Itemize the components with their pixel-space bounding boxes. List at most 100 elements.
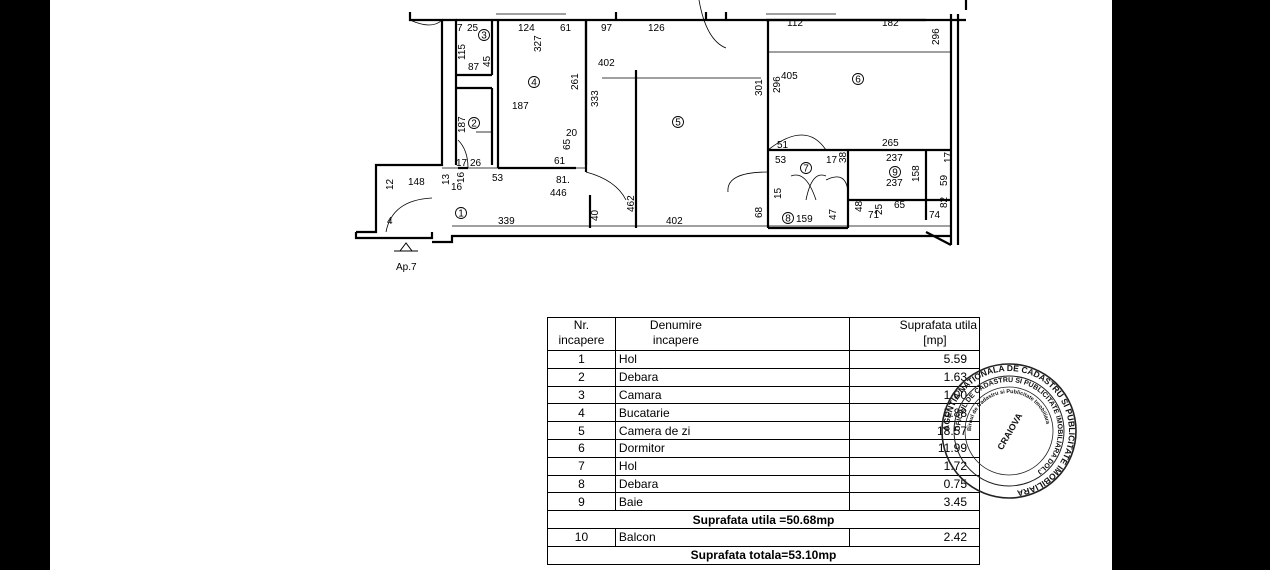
apartment-marker: Ap.7 (394, 242, 418, 273)
header-line: Suprafata utila (899, 318, 977, 332)
total-area: Suprafata totala=53.10mp (547, 545, 980, 565)
dim-label: 187 (512, 101, 529, 112)
room-nr: 2 (547, 367, 616, 387)
dim-label: 265 (882, 138, 899, 149)
room-number-8: 8 (785, 214, 791, 225)
dim-label: 51 (777, 140, 789, 151)
table-row: 5 Camera de zi 18.57 (547, 421, 980, 440)
room-nr: 4 (547, 403, 616, 423)
dim-label: 15 (773, 187, 784, 199)
dim-label: 20 (566, 128, 578, 139)
room-nr: 5 (547, 421, 616, 440)
dim-label: 158 (911, 165, 922, 182)
table-header-row: Nr. incapere Denumire incapere Suprafata… (547, 317, 980, 351)
room-number-6: 6 (855, 75, 861, 86)
dim-label: 45 (482, 55, 493, 67)
dim-label: 61 (554, 156, 566, 167)
dim-label: 47 (828, 208, 839, 220)
dim-label: 296 (772, 76, 783, 93)
room-nr: 3 (547, 385, 616, 405)
dim-label: 25 (467, 23, 479, 34)
room-nr: 8 (547, 474, 616, 494)
dim-label: 446 (550, 188, 567, 199)
room-nr: 1 (547, 350, 616, 369)
useful-area-total-row: Suprafata utila =50.68mp (547, 510, 980, 529)
dim-label: 68 (754, 206, 765, 218)
dim-label: 16 (456, 171, 467, 183)
floor-plan: 1 2 3 4 5 6 7 8 9 7 25 124 61 97 126 112… (206, 0, 1112, 300)
room-name: Bucatarie (614, 403, 851, 423)
dim-label: 237 (886, 153, 903, 164)
dim-label: 462 (626, 195, 637, 212)
dim-label: 327 (533, 35, 544, 52)
dim-label: 97 (601, 23, 613, 34)
dim-label: 26 (470, 158, 482, 169)
dim-label: 402 (666, 216, 683, 227)
room-nr: 6 (547, 438, 616, 458)
header-line: [mp] (923, 333, 947, 347)
left-margin-strip (50, 0, 276, 570)
dim-label: 7 (457, 23, 463, 34)
room-name: Hol (614, 350, 851, 369)
room-nr: 10 (547, 527, 616, 547)
dim-label: 13 (441, 173, 452, 185)
room-name: Camera de zi (614, 421, 851, 440)
dim-label: 61 (560, 23, 572, 34)
table-row: 1 Hol 5.59 (547, 350, 980, 369)
dim-label: 87 (468, 62, 480, 73)
dim-label: 12 (385, 178, 396, 190)
total-area-row: Suprafata totala=53.10mp (547, 545, 980, 565)
room-number-1: 1 (458, 209, 464, 220)
dim-label: 53 (775, 155, 787, 166)
dim-label: 17 (456, 158, 468, 169)
header-line: Denumire (649, 318, 702, 332)
dim-label: 124 (518, 23, 535, 34)
dim-label: 333 (590, 90, 601, 107)
header-line: incapere (558, 333, 605, 347)
room-number-3: 3 (481, 31, 487, 42)
table-row: 3 Camara 1.00 (547, 385, 980, 405)
useful-area-total: Suprafata utila =50.68mp (547, 510, 980, 529)
stamp-seal: AGENTIA NATIONALA DE CADASTRU SI PUBLICI… (941, 363, 1077, 499)
header-area: Suprafata utila [mp] (849, 317, 980, 351)
dim-label: 187 (457, 116, 468, 133)
room-area: 2.42 (849, 527, 980, 547)
document-page: 1 2 3 4 5 6 7 8 9 7 25 124 61 97 126 112… (206, 0, 1112, 570)
dim-label: 126 (648, 23, 665, 34)
room-name: Camara (614, 385, 851, 405)
dim-label: 17 (826, 155, 838, 166)
dim-label: 81. (556, 175, 570, 186)
dim-label: 40 (590, 209, 601, 221)
room-number-9: 9 (892, 168, 898, 179)
apartment-label: Ap.7 (396, 262, 417, 273)
dim-label: 82 (939, 196, 950, 208)
dim-label: 148 (408, 177, 425, 188)
dim-label: 17 (943, 151, 954, 163)
table-row: 4 Bucatarie 5.88 (547, 403, 980, 423)
stamp-center-text: CRAIOVA (995, 411, 1024, 452)
dim-label: 402 (598, 58, 615, 69)
dimension-labels: 7 25 124 61 97 126 112 182 296 115 327 4… (385, 18, 954, 227)
dim-label: 296 (931, 28, 942, 45)
scan-border-right (1112, 0, 1270, 570)
room-area: 0.75 (849, 474, 980, 494)
dim-label: 159 (796, 214, 813, 225)
dim-label: 237 (886, 178, 903, 189)
dim-label: 59 (939, 174, 950, 186)
room-name: Debara (614, 474, 851, 494)
dim-label: 339 (498, 216, 515, 227)
table-row: 9 Baie 3.45 (547, 492, 980, 512)
room-name: Dormitor (614, 438, 851, 458)
room-number-2: 2 (471, 119, 477, 130)
scan-border-left (0, 0, 50, 570)
room-number-4: 4 (531, 78, 537, 89)
balcony-row: 10 Balcon 2.42 (547, 527, 980, 547)
dim-label: 48 (854, 200, 865, 212)
dim-label: 74 (929, 210, 941, 221)
dim-label: 301 (754, 79, 765, 96)
dim-label: 112 (787, 18, 803, 29)
official-stamp: AGENTIA NATIONALA DE CADASTRU SI PUBLICI… (940, 362, 1078, 500)
floor-plan-drawing: 1 2 3 4 5 6 7 8 9 7 25 124 61 97 126 112… (354, 0, 968, 273)
table-row: 7 Hol 1.72 (547, 456, 980, 476)
header-room-name: Denumire incapere (614, 317, 851, 351)
